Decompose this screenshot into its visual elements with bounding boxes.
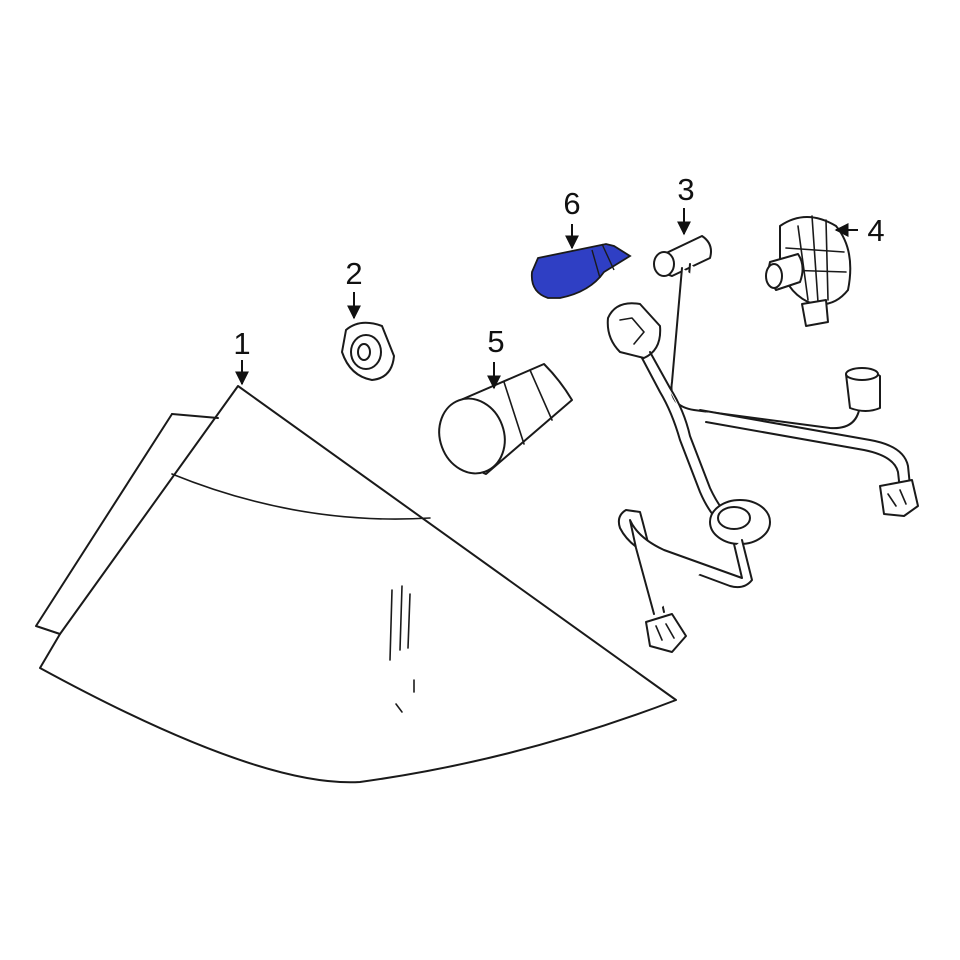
callout-4: 4 xyxy=(867,213,884,248)
callout-2: 2 xyxy=(345,256,362,291)
tail-lamp-assembly[interactable] xyxy=(35,385,677,784)
flange-socket-part[interactable] xyxy=(765,215,852,327)
socket-wire-harness[interactable] xyxy=(606,235,919,653)
callout-3: 3 xyxy=(677,172,694,207)
callout-5: 5 xyxy=(487,324,504,359)
callout-1: 1 xyxy=(233,326,250,361)
bulb-part[interactable] xyxy=(429,363,573,483)
grommet-part[interactable] xyxy=(341,321,395,381)
highlighted-bulb-part[interactable] xyxy=(530,243,632,299)
callout-6: 6 xyxy=(563,186,580,221)
callout-arrows xyxy=(235,208,858,390)
